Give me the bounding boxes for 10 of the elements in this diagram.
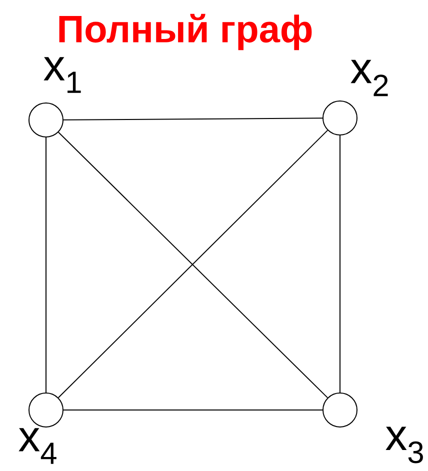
vertex-circle	[28, 392, 64, 428]
vertex-circle	[322, 392, 358, 428]
vertex-label: x$_{4}$	[18, 428, 56, 464]
vertex-label: x$_{3}$	[386, 426, 423, 464]
edge-line	[63, 118, 323, 120]
vertex-label: x$_{1}$	[44, 57, 81, 93]
title: Полный граф	[59, 14, 312, 50]
vertex-label: x$_{2}$	[350, 60, 388, 96]
vertex-circle	[28, 102, 64, 138]
vertex-circle	[322, 100, 358, 136]
